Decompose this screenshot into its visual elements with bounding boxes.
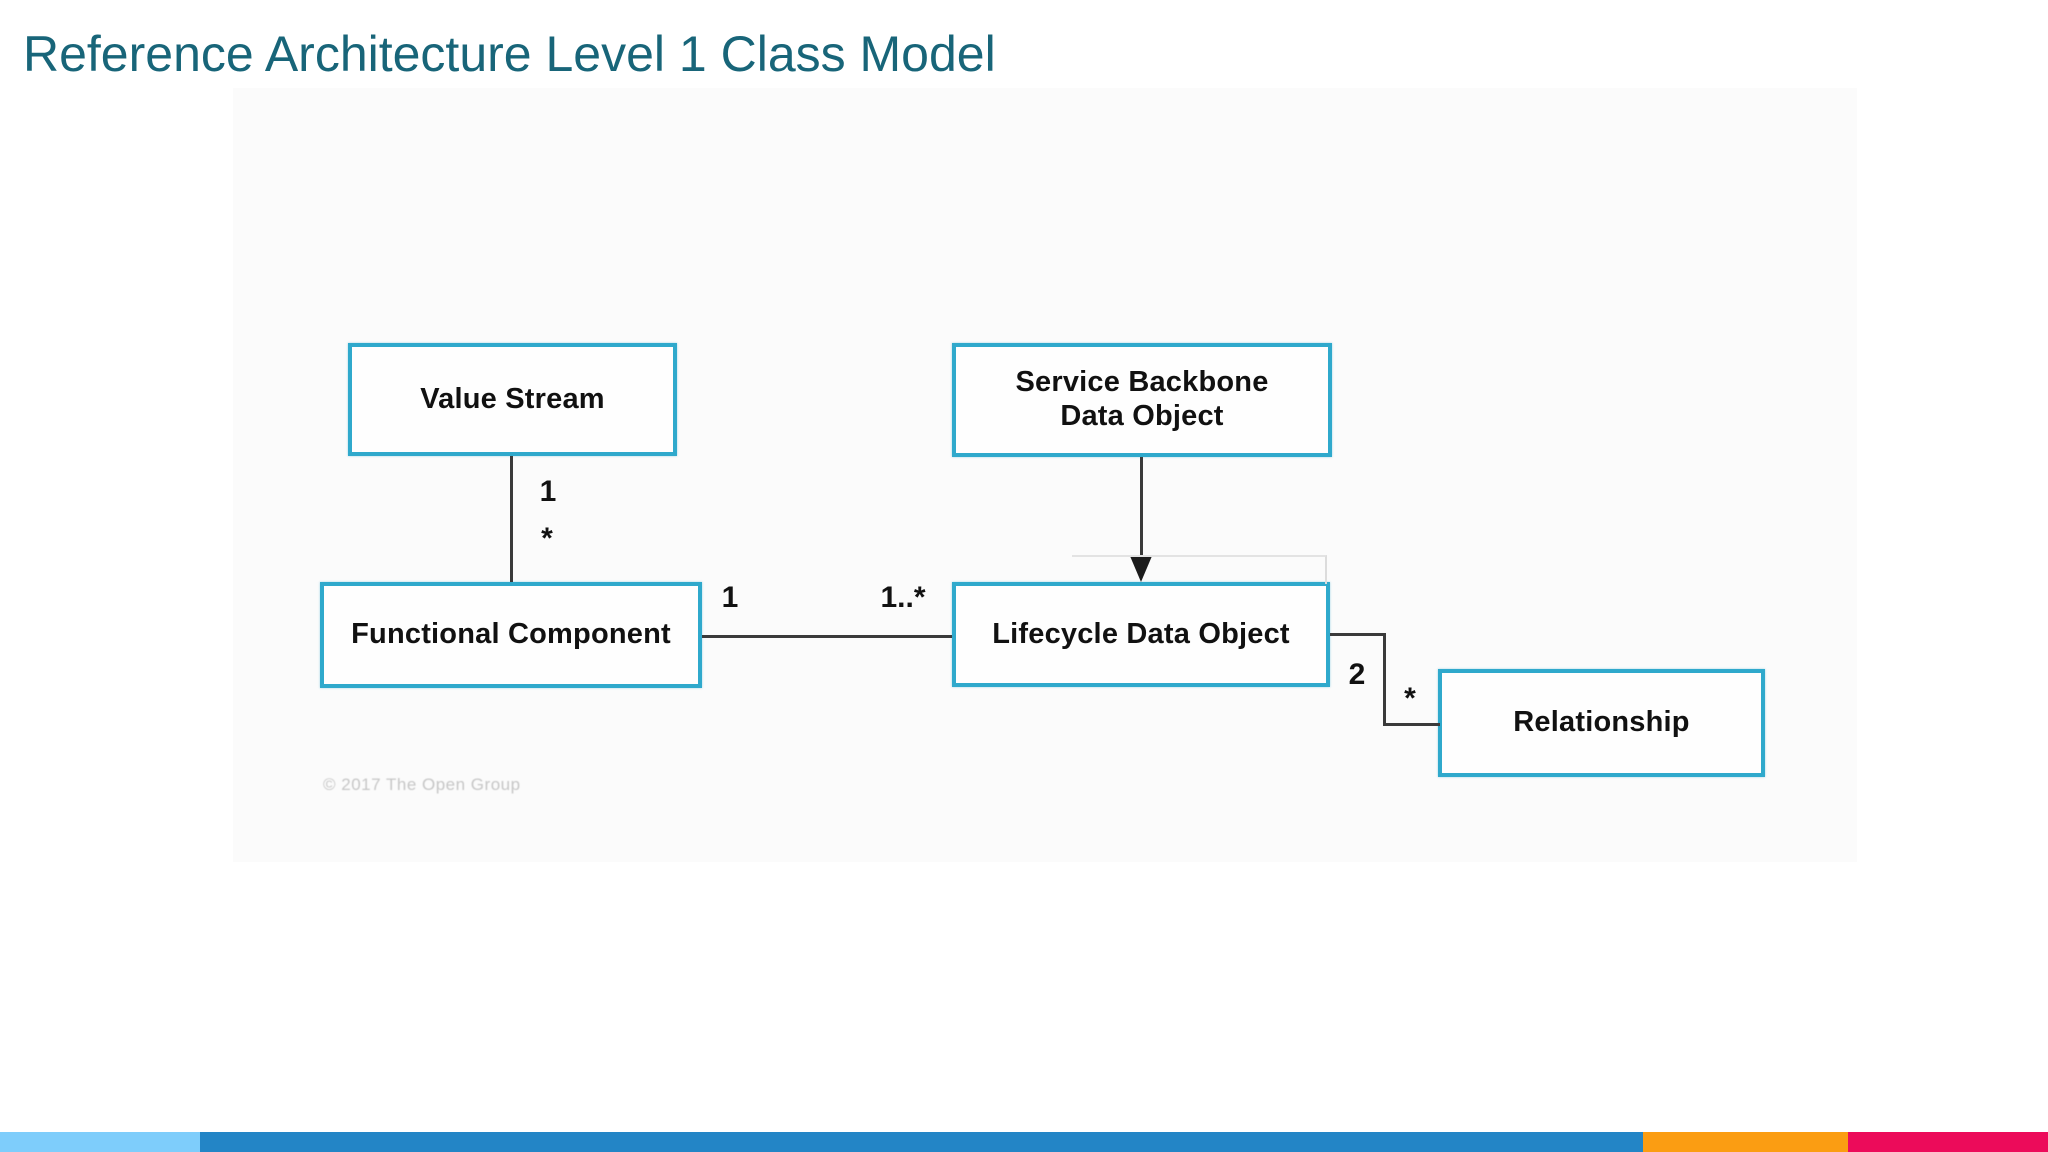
connector-lifecycle-relationship-segment-1: [1330, 633, 1386, 636]
multiplicity-label-ldo-rel-target: *: [1404, 682, 1416, 715]
connector-service-backbone-lifecycle: [1140, 457, 1143, 558]
connector-functional-component-lifecycle: [702, 635, 952, 638]
connector-lifecycle-relationship-segment-2: [1383, 633, 1386, 726]
multiplicity-label-vs-fc-source: 1: [539, 475, 557, 508]
class-box-value-stream: Value Stream: [348, 343, 677, 456]
copyright-text: © 2017 The Open Group: [323, 775, 521, 794]
page-title: Reference Architecture Level 1 Class Mod…: [23, 26, 996, 82]
multiplicity-label-vs-fc-target: *: [541, 522, 553, 555]
class-box-functional-component: Functional Component: [320, 582, 702, 688]
footer-bar-segment-0: [0, 1132, 200, 1152]
arrow-head-icon: [1130, 556, 1152, 582]
class-box-service-backbone-data-object: Service Backbone Data Object: [952, 343, 1332, 457]
multiplicity-label-fc-ldo-target: 1..*: [880, 581, 926, 614]
class-label-relationship: Relationship: [1513, 706, 1690, 739]
multiplicity-label-ldo-rel-source: 2: [1348, 658, 1366, 691]
multiplicity-label-fc-ldo-source: 1: [721, 581, 739, 614]
class-label-value-stream: Value Stream: [420, 382, 605, 415]
footer-bar-segment-2: [1643, 1132, 1848, 1152]
class-label-functional-component: Functional Component: [351, 618, 671, 651]
footer-color-bar: [0, 1132, 2048, 1152]
footer-bar-segment-1: [200, 1132, 1643, 1152]
class-label-service-backbone-data-object: Service Backbone Data Object: [1015, 366, 1269, 432]
class-box-lifecycle-data-object: Lifecycle Data Object: [952, 582, 1330, 687]
footer-bar-segment-3: [1848, 1132, 2048, 1152]
connector-value-stream-functional-component: [510, 456, 513, 582]
connector-lifecycle-relationship-segment-3: [1383, 723, 1440, 726]
class-label-lifecycle-data-object: Lifecycle Data Object: [992, 617, 1290, 650]
faint-artifact-outline: [1072, 555, 1327, 584]
class-box-relationship: Relationship: [1438, 669, 1765, 777]
